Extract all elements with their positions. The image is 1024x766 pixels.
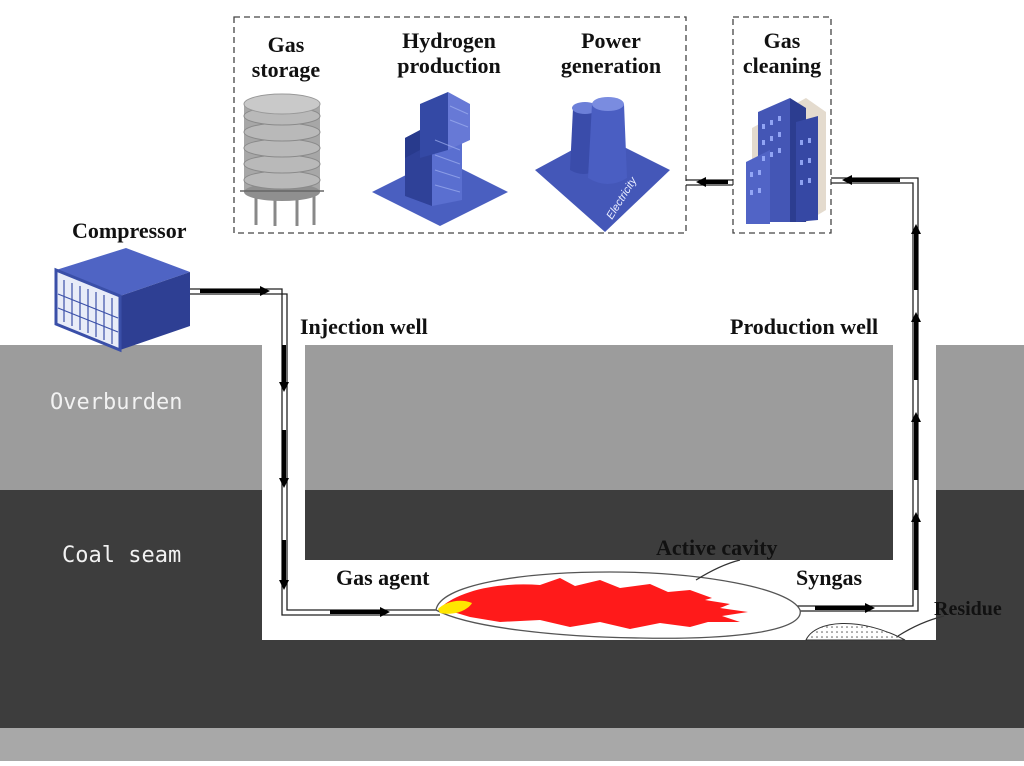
overburden-label: Overburden xyxy=(50,390,183,415)
hydrogen-production-label: Hydrogen production xyxy=(397,28,501,79)
injection-well-label: Injection well xyxy=(300,314,428,339)
active-cavity-label: Active cavity xyxy=(656,535,778,560)
well-channel xyxy=(262,345,936,640)
gas-cleaning-label: Gas cleaning xyxy=(742,28,822,79)
syngas-label: Syngas xyxy=(796,565,863,590)
coal-seam-label: Coal seam xyxy=(62,543,182,568)
gas-storage-label: Gas storage xyxy=(251,32,321,83)
compressor-label: Compressor xyxy=(72,218,187,243)
power-generation-icon xyxy=(535,97,670,232)
flame-core xyxy=(438,600,472,614)
active-cavity-leader xyxy=(695,559,741,581)
production-well-label: Production well xyxy=(730,314,879,339)
gas-cleaning-icon xyxy=(746,98,826,224)
residue-label: Residue xyxy=(934,598,1002,620)
compressor-icon xyxy=(54,248,190,353)
residue-leader xyxy=(897,615,945,637)
flow-arrows xyxy=(200,175,921,617)
overburden-layer xyxy=(0,345,1024,490)
flame xyxy=(440,578,748,629)
floor-layer xyxy=(0,728,1024,761)
cleaning-box xyxy=(732,16,832,234)
gas-agent-label: Gas agent xyxy=(336,565,430,590)
hydrogen-production-icon xyxy=(372,92,508,226)
power-generation-label: Power generation xyxy=(560,28,662,79)
utilization-box xyxy=(233,16,687,234)
residue-pile xyxy=(805,623,906,641)
gas-storage-icon xyxy=(240,93,324,226)
